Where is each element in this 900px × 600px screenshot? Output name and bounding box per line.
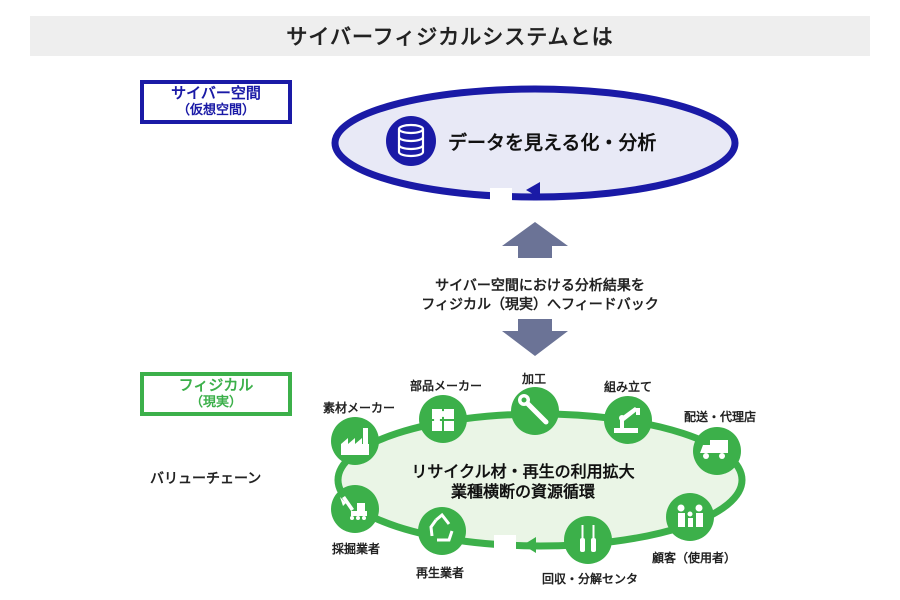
node-label-recycler: 再生業者 (416, 566, 465, 580)
physical-label-line2: （現実） (189, 395, 242, 410)
down-arrow-icon (502, 319, 568, 356)
node-recycle (418, 507, 466, 555)
database-icon (386, 116, 436, 166)
node-screwdriver (564, 516, 612, 564)
recycle-icon (429, 512, 454, 542)
cyber-label-line1: サイバー空間 (171, 84, 261, 102)
node-label-delivery: 配送・代理店 (684, 410, 757, 424)
feedback-line1: サイバー空間における分析結果を (435, 278, 645, 294)
cyber-process-text: データを見える化・分析 (448, 132, 657, 154)
cyber-label-line2: （仮想空間） (176, 103, 255, 118)
physical-space-label: フィジカル （現実） (140, 372, 292, 416)
node-label-parts-maker: 部品メーカー (410, 379, 483, 393)
people-icon (677, 504, 703, 527)
feedback-line2: フィジカル（現実）へフィードバック (421, 297, 659, 313)
physical-ring-gap (494, 535, 516, 551)
up-arrow-icon (502, 222, 568, 258)
puzzle-icon (432, 409, 454, 431)
title-bar: サイバーフィジカルシステムとは (30, 16, 870, 56)
robot-arm-icon (614, 407, 640, 433)
center-line2: 業種横断の資源循環 (450, 482, 595, 501)
node-factory (331, 417, 379, 465)
node-truck (693, 427, 741, 475)
node-label-customer: 顧客（使用者） (652, 551, 737, 565)
cyber-cycle (331, 85, 739, 204)
wrench-icon (518, 394, 549, 425)
node-label-miner: 採掘業者 (332, 542, 381, 556)
node-label-material-maker: 素材メーカー (323, 401, 396, 415)
node-people (666, 493, 714, 541)
screwdriver-icon (580, 525, 596, 552)
truck-icon (700, 440, 728, 459)
node-wrench (511, 387, 559, 435)
node-excavator (331, 485, 379, 533)
center-line1: リサイクル材・再生の利用拡大 (411, 462, 635, 481)
excavator-icon (340, 496, 367, 520)
cyber-arrowhead-icon (526, 182, 540, 198)
physical-label-line1: フィジカル (178, 376, 254, 394)
node-label-processing: 加工 (522, 372, 547, 386)
cyber-ellipse (331, 85, 739, 201)
value-chain-label: バリューチェーン (150, 471, 262, 487)
node-label-collection: 回収・分解センタ (542, 572, 639, 586)
cyber-space-label: サイバー空間 （仮想空間） (140, 80, 292, 124)
node-puzzle (419, 395, 467, 443)
factory-icon (341, 428, 369, 455)
node-label-assembly: 組み立て (604, 380, 653, 394)
cyber-ring-gap (490, 188, 512, 204)
physical-arrowhead-icon (523, 537, 536, 553)
node-robot-arm (604, 396, 652, 444)
page-title: サイバーフィジカルシステムとは (286, 25, 614, 49)
